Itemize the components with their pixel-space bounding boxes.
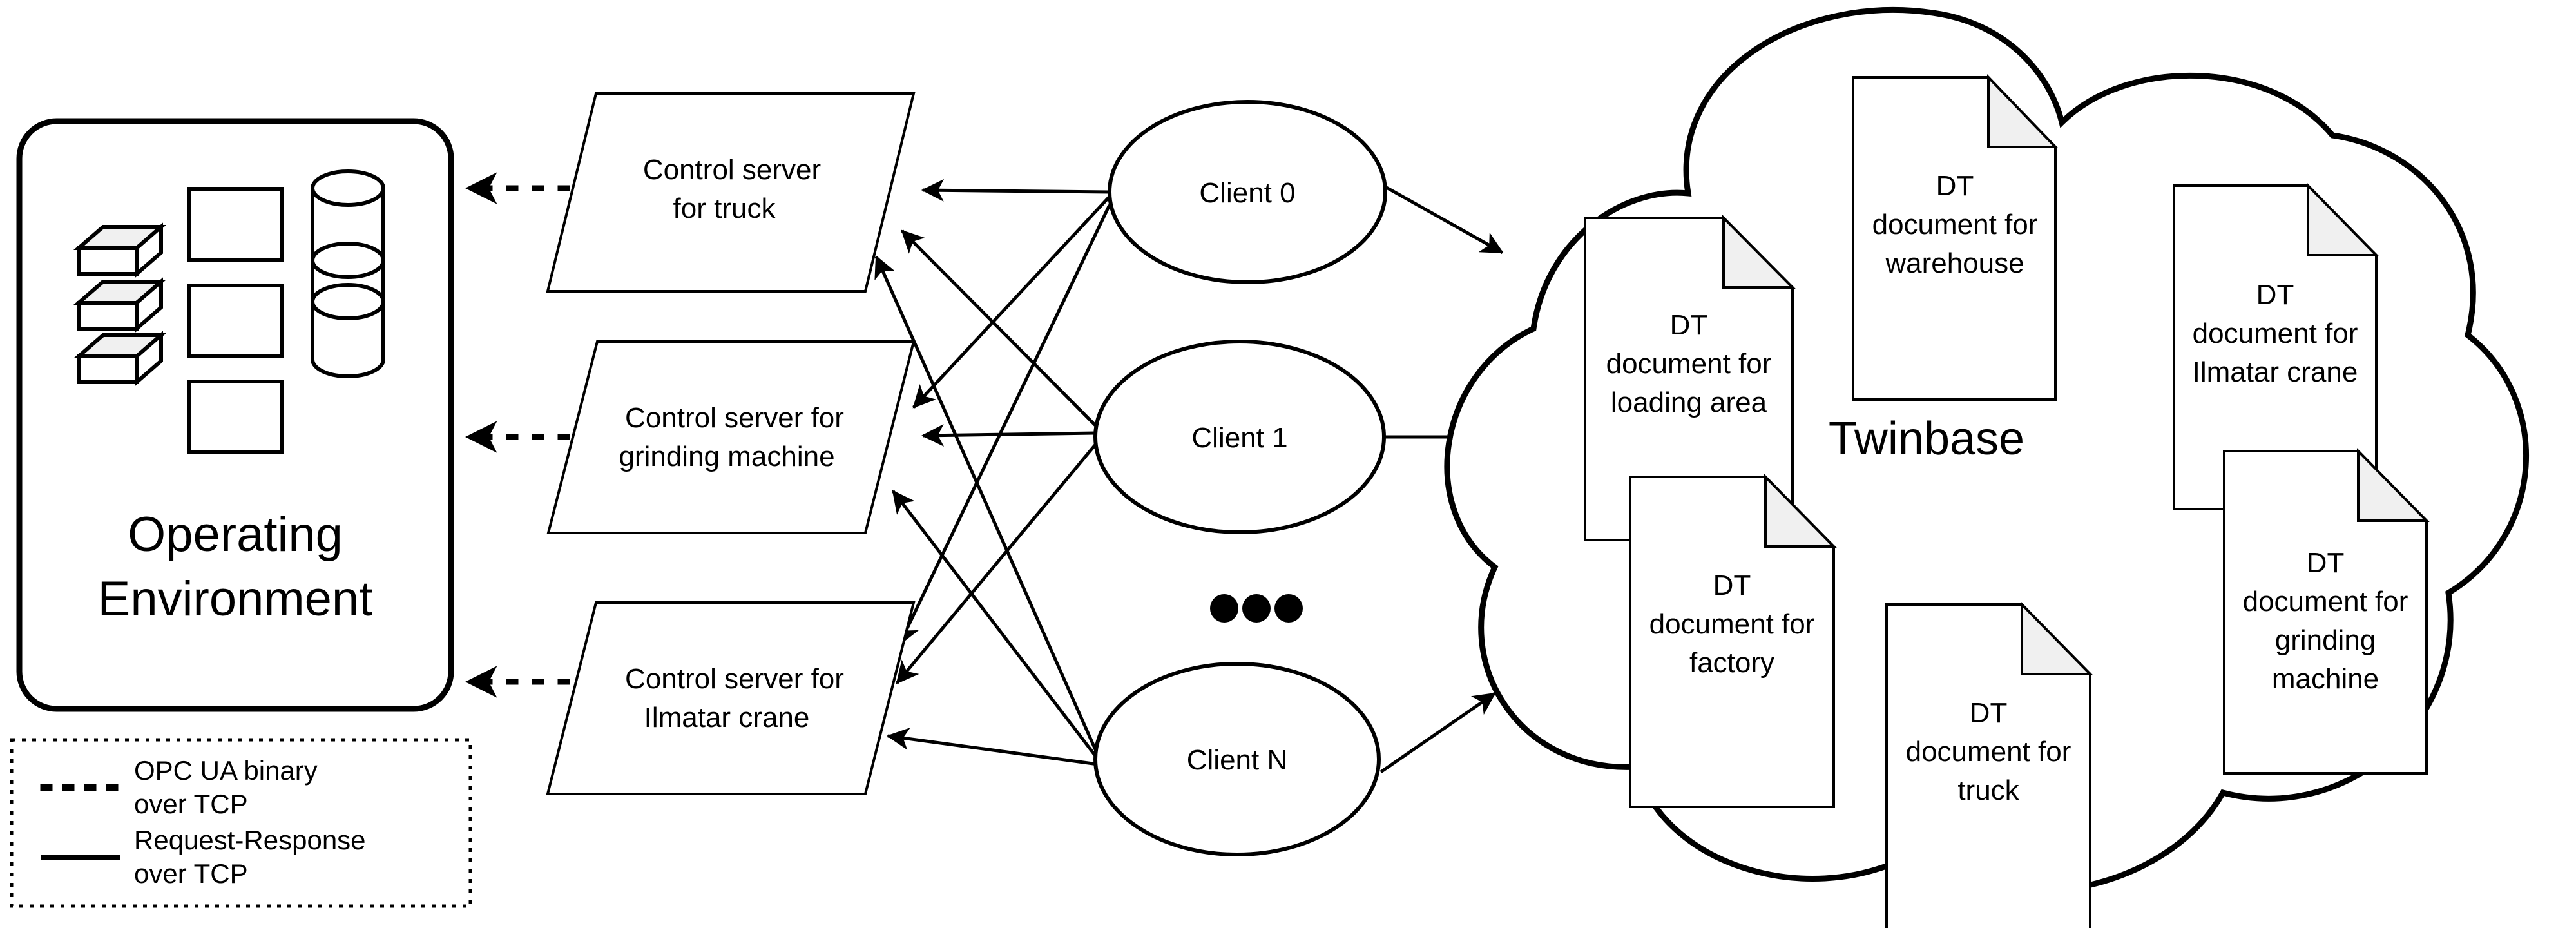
control-server-truck-label-line1: Control server: [643, 154, 821, 186]
legend-entry-0-line2: over TCP: [134, 789, 248, 819]
conn-client0-to-truck: [921, 179, 1110, 202]
dt-doc-grinding-line2: document for: [2243, 586, 2408, 617]
dt-doc-grinding-line1: DT: [2307, 547, 2345, 579]
dt-doc-factory[interactable]: DT document for factory: [1629, 474, 1837, 808]
control-server-crane-label-line1: Control server for: [625, 663, 844, 695]
conn-client1-to-crane: [896, 443, 1097, 684]
dt-doc-ilmatar-crane-line1: DT: [2256, 279, 2294, 311]
client-0[interactable]: Client 0: [1108, 100, 1387, 284]
dt-doc-loading-area-line1: DT: [1670, 309, 1708, 341]
ellipsis-dot-2: [1242, 594, 1271, 623]
conn-clientn-to-cloud: [1379, 691, 1496, 774]
dt-doc-loading-area-line2: document for: [1606, 348, 1772, 380]
dt-doc-ilmatar-crane[interactable]: DT document for Ilmatar crane: [2173, 182, 2379, 510]
dt-doc-truck-line3: truck: [1957, 775, 2019, 806]
control-server-ilmatar-crane[interactable]: Control server for Ilmatar crane: [546, 601, 916, 795]
operating-environment-title-line2: Environment: [98, 572, 373, 626]
module-rectangles-icon: [187, 187, 284, 454]
dt-doc-warehouse-line1: DT: [1936, 170, 1974, 202]
dt-doc-factory-line1: DT: [1713, 570, 1751, 601]
control-server-crane-label-line2: Ilmatar crane: [644, 702, 810, 733]
control-server-grinding-label-line2: grinding machine: [619, 441, 834, 472]
operating-environment-title-line1: Operating: [128, 507, 343, 562]
clients-ellipsis: [1210, 594, 1303, 623]
control-server-truck-label-line2: for truck: [673, 193, 776, 224]
conn-client1-to-grinding: [921, 424, 1096, 447]
dt-doc-ilmatar-crane-line3: Ilmatar crane: [2193, 356, 2358, 388]
dt-doc-ilmatar-crane-line2: document for: [2193, 318, 2358, 349]
legend-entry-1-line2: over TCP: [134, 858, 248, 889]
control-server-grinding-label-line1: Control server for: [625, 402, 844, 434]
request-response-connections: [874, 179, 1111, 766]
dt-doc-factory-line3: factory: [1689, 647, 1774, 679]
legend-box: [10, 738, 472, 908]
dt-doc-loading-area-line3: loading area: [1611, 387, 1767, 418]
conn-clientn-to-truck: [874, 255, 1100, 757]
client-n-label: Client N: [1187, 744, 1288, 776]
conn-client0-to-cloud: [1384, 185, 1504, 255]
twinbase-label: Twinbase: [1829, 413, 2024, 465]
opcua-connections: [464, 172, 570, 698]
dt-doc-warehouse-line3: warehouse: [1885, 247, 2024, 279]
legend-entry-0-line1: OPC UA binary: [134, 755, 318, 786]
client-n[interactable]: Client N: [1093, 662, 1381, 856]
legend: OPC UA binary over TCP Request-Response …: [10, 738, 472, 908]
dt-doc-warehouse-line2: document for: [1872, 209, 2038, 240]
conn-client1-to-truck: [901, 229, 1097, 427]
ellipsis-dot-1: [1210, 594, 1238, 623]
dt-doc-grinding-line3: grinding: [2275, 624, 2376, 656]
conn-client0-to-grinding: [912, 195, 1111, 409]
conn-client0-to-crane: [898, 204, 1111, 646]
dt-doc-grinding-machine[interactable]: DT document for grinding machine: [2223, 448, 2430, 775]
dt-doc-truck[interactable]: DT document for truck: [1885, 601, 2093, 928]
conn-clientn-to-crane: [886, 728, 1099, 766]
client-1-label: Client 1: [1191, 422, 1287, 454]
control-server-grinding-machine[interactable]: Control server for grinding machine: [546, 340, 916, 534]
dt-doc-truck-line2: document for: [1906, 736, 2071, 768]
control-server-truck[interactable]: Control server for truck: [546, 92, 916, 293]
operating-environment-box: Operating Environment: [16, 118, 454, 712]
stacked-servers-icon: [73, 222, 167, 387]
dt-doc-warehouse[interactable]: DT document for warehouse: [1852, 74, 2059, 401]
ellipsis-dot-3: [1274, 594, 1303, 623]
legend-entry-1-line1: Request-Response: [134, 825, 366, 855]
client-0-label: Client 0: [1199, 177, 1295, 209]
conn-clientn-to-grinding: [892, 490, 1099, 760]
dt-doc-truck-line1: DT: [1970, 697, 2008, 729]
database-cylinders-icon: [311, 169, 385, 378]
dt-doc-grinding-line4: machine: [2272, 663, 2379, 695]
client-1[interactable]: Client 1: [1093, 340, 1386, 534]
dt-doc-loading-area[interactable]: DT document for loading area: [1584, 215, 1796, 541]
dt-doc-factory-line2: document for: [1649, 608, 1815, 640]
